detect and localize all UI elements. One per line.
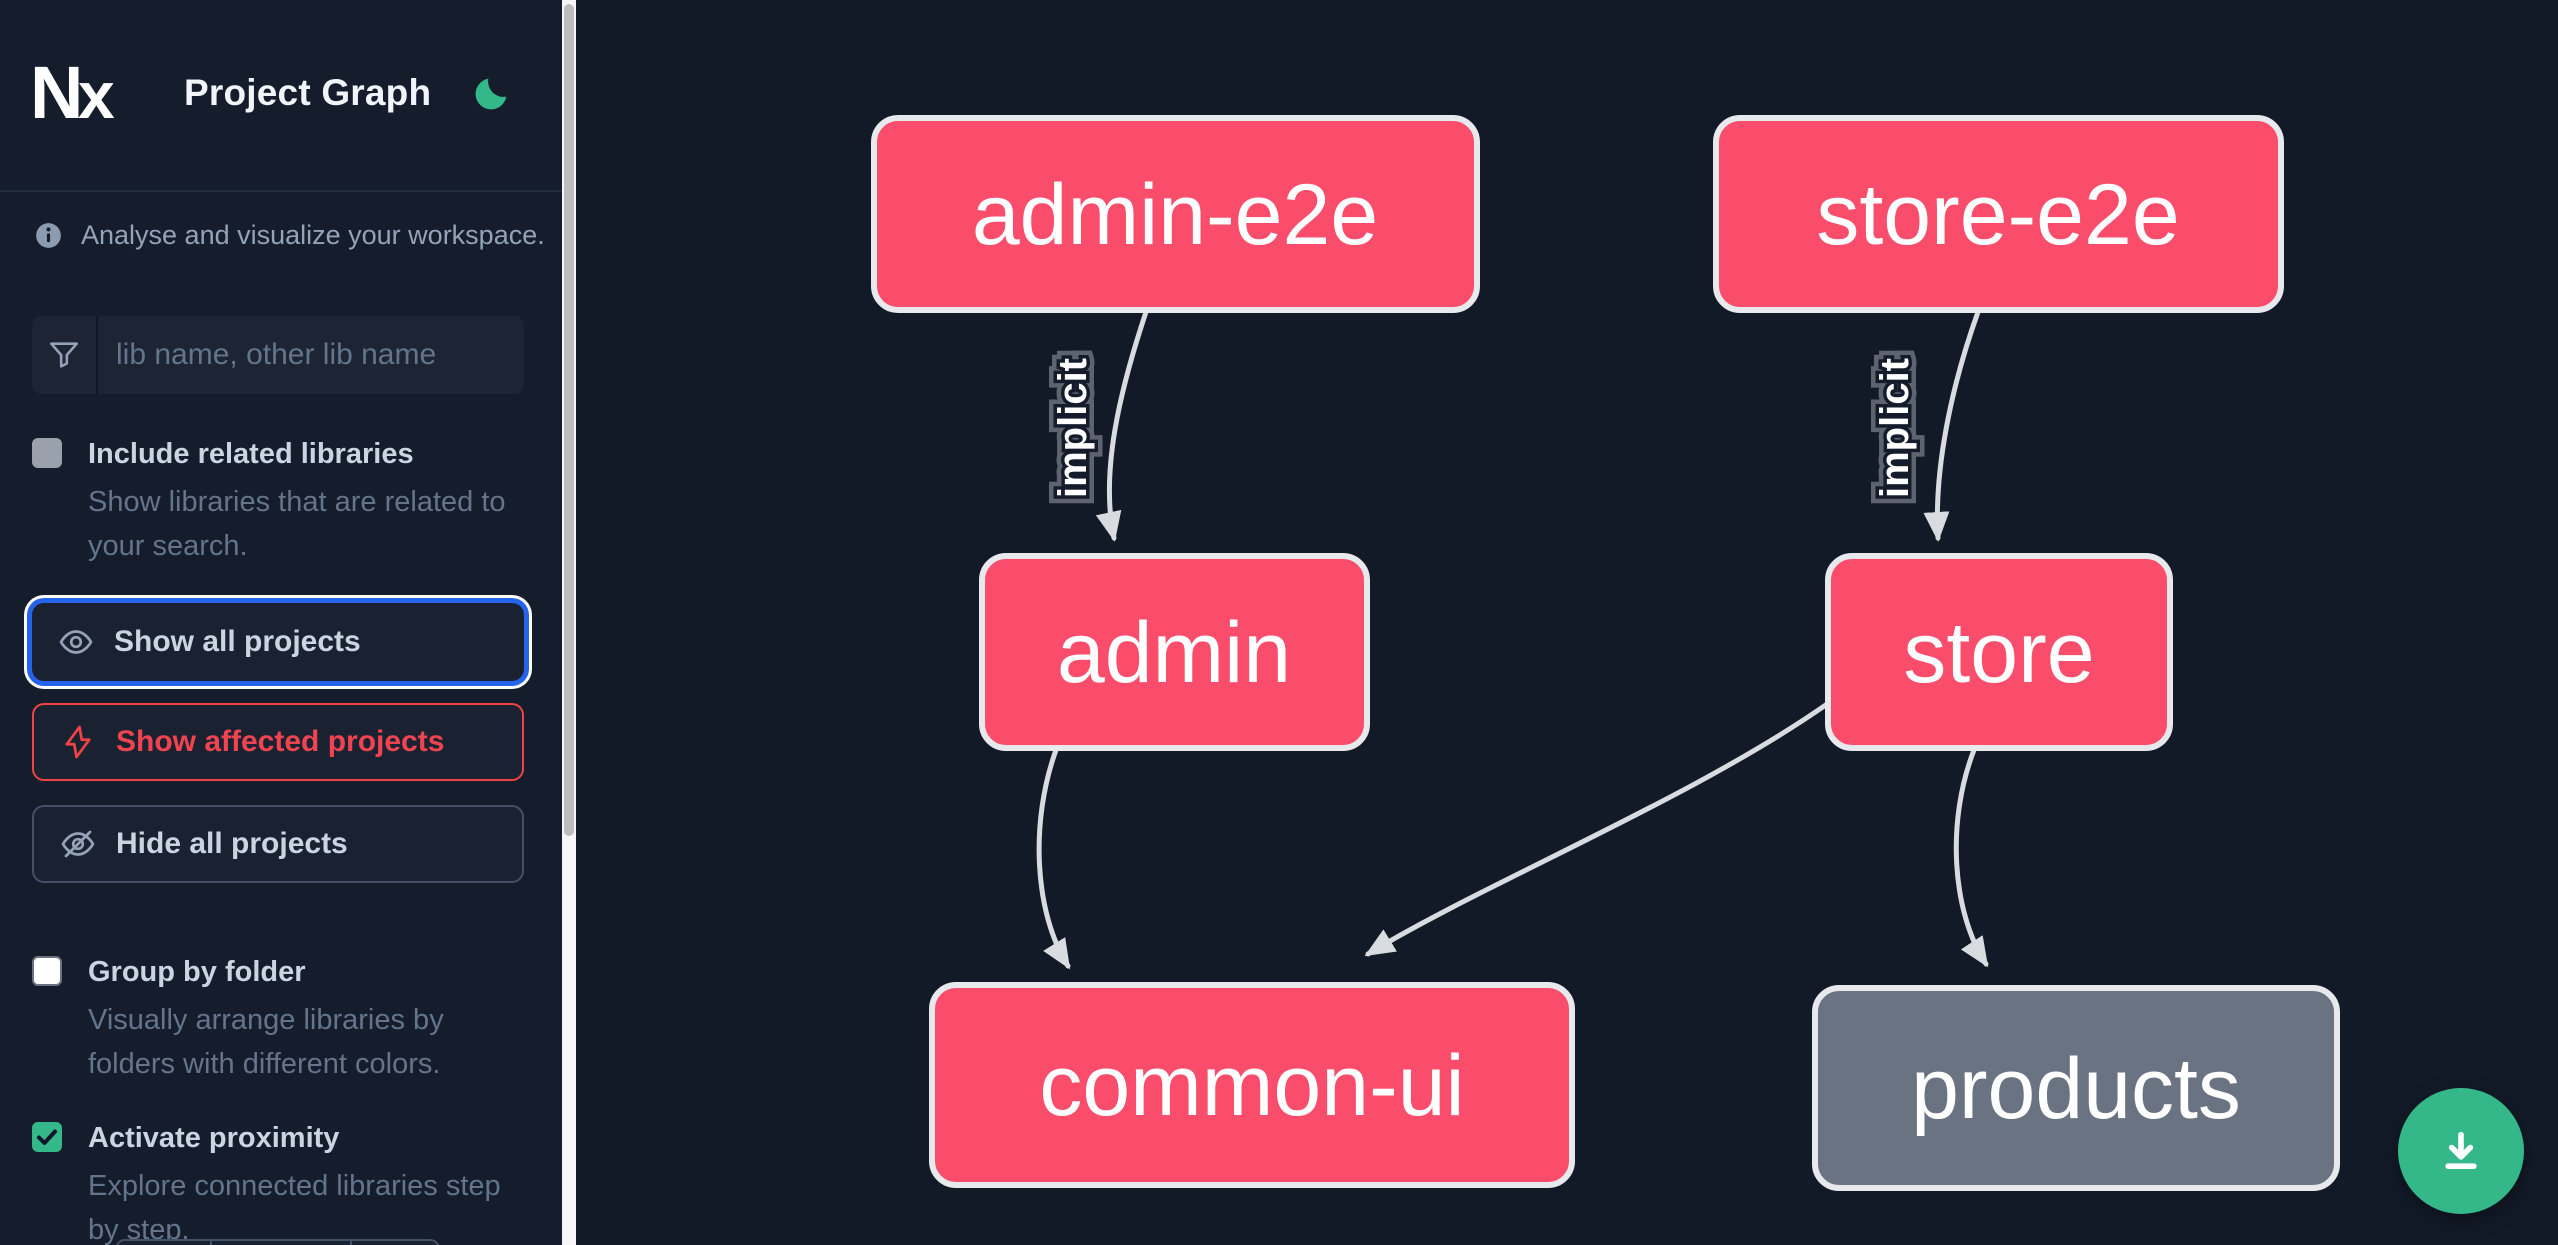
group-by-folder-row: Group by folder Visually arrange librari… bbox=[32, 954, 524, 1094]
node-admin[interactable]: admin bbox=[979, 553, 1370, 751]
workspace-tagline: Analyse and visualize your workspace. bbox=[81, 220, 545, 250]
node-common-ui[interactable]: common-ui bbox=[929, 982, 1575, 1188]
show-affected-projects-label: Show affected projects bbox=[116, 725, 445, 758]
button-group-segment[interactable] bbox=[117, 1241, 212, 1245]
show-all-projects-label: Show all projects bbox=[114, 625, 361, 658]
show-affected-projects-button[interactable]: Show affected projects bbox=[32, 703, 524, 781]
save-image-fab[interactable] bbox=[2398, 1088, 2524, 1214]
node-label: products bbox=[1911, 1041, 2241, 1137]
edge-label-implicit: implicit bbox=[1051, 358, 1095, 498]
proximity-depth-button-group[interactable] bbox=[115, 1239, 440, 1245]
group-by-folder-label: Group by folder bbox=[88, 956, 306, 988]
search-box bbox=[32, 316, 524, 394]
node-label: common-ui bbox=[1039, 1038, 1464, 1134]
filter-funnel-icon bbox=[49, 342, 79, 368]
node-label: admin-e2e bbox=[972, 167, 1378, 263]
workspace-tagline-row: Analyse and visualize your workspace. bbox=[35, 220, 545, 251]
edge-admin-to-common-ui bbox=[1036, 747, 1071, 970]
activate-proximity-description: Explore connected libraries step by step… bbox=[88, 1170, 501, 1245]
search-icon-cell bbox=[32, 316, 98, 394]
edge-store-to-products bbox=[1953, 747, 1989, 968]
edge-store-to-common-ui bbox=[1364, 699, 1833, 957]
bolt-icon bbox=[65, 725, 91, 759]
svg-text:N: N bbox=[30, 56, 79, 132]
eye-slash-icon bbox=[61, 830, 95, 858]
download-icon bbox=[2445, 1131, 2477, 1169]
eye-icon bbox=[59, 630, 93, 654]
activate-proximity-checkbox[interactable] bbox=[32, 1122, 62, 1152]
group-by-folder-description: Visually arrange libraries by folders wi… bbox=[88, 1004, 444, 1080]
button-group-segment[interactable] bbox=[212, 1241, 352, 1245]
node-label: store-e2e bbox=[1816, 167, 2179, 263]
moon-icon bbox=[475, 78, 507, 109]
include-related-checkbox[interactable] bbox=[32, 438, 62, 468]
sidebar-header: N x Project Graph bbox=[0, 0, 562, 192]
show-all-projects-button[interactable]: Show all projects bbox=[32, 603, 524, 681]
node-products[interactable]: products bbox=[1812, 985, 2340, 1191]
info-icon bbox=[36, 223, 61, 248]
theme-toggle-button[interactable] bbox=[470, 72, 514, 116]
node-store-e2e[interactable]: store-e2e bbox=[1713, 115, 2284, 313]
sidebar-scrollbar-track[interactable] bbox=[562, 0, 576, 1245]
edge-label-implicit: implicit bbox=[1873, 358, 1917, 498]
include-related-description: Show libraries that are related to your … bbox=[88, 486, 506, 562]
divider bbox=[0, 190, 562, 192]
project-graph-canvas[interactable]: implicit implicit implicit implicit admi… bbox=[576, 0, 2558, 1245]
svg-text:x: x bbox=[78, 58, 115, 132]
node-store[interactable]: store bbox=[1825, 553, 2173, 751]
node-label: store bbox=[1903, 605, 2094, 701]
sidebar: N x Project Graph Analyse and visualize … bbox=[0, 0, 562, 1245]
group-by-folder-checkbox[interactable] bbox=[32, 956, 62, 986]
edge-admin-e2e-to-admin bbox=[1095, 309, 1149, 542]
include-related-row: Include related libraries Show libraries… bbox=[32, 436, 524, 576]
edge-store-e2e-to-store bbox=[1923, 309, 1981, 542]
hide-all-projects-label: Hide all projects bbox=[116, 827, 348, 860]
node-label: admin bbox=[1057, 605, 1291, 701]
include-related-label: Include related libraries bbox=[88, 438, 414, 470]
sidebar-scrollbar-thumb[interactable] bbox=[564, 4, 574, 836]
node-admin-e2e[interactable]: admin-e2e bbox=[871, 115, 1480, 313]
activate-proximity-row: Activate proximity Explore connected lib… bbox=[32, 1120, 524, 1245]
hide-all-projects-button[interactable]: Hide all projects bbox=[32, 805, 524, 883]
button-group-segment[interactable] bbox=[352, 1241, 438, 1245]
checkmark-icon bbox=[37, 1129, 57, 1145]
activate-proximity-label: Activate proximity bbox=[88, 1122, 340, 1154]
edge-label-implicit: implicit bbox=[1873, 358, 1917, 498]
page-title: Project Graph bbox=[184, 72, 432, 113]
filter-libs-input[interactable] bbox=[98, 316, 524, 394]
edge-label-implicit: implicit bbox=[1051, 358, 1095, 498]
nx-logo: N x bbox=[30, 56, 115, 132]
